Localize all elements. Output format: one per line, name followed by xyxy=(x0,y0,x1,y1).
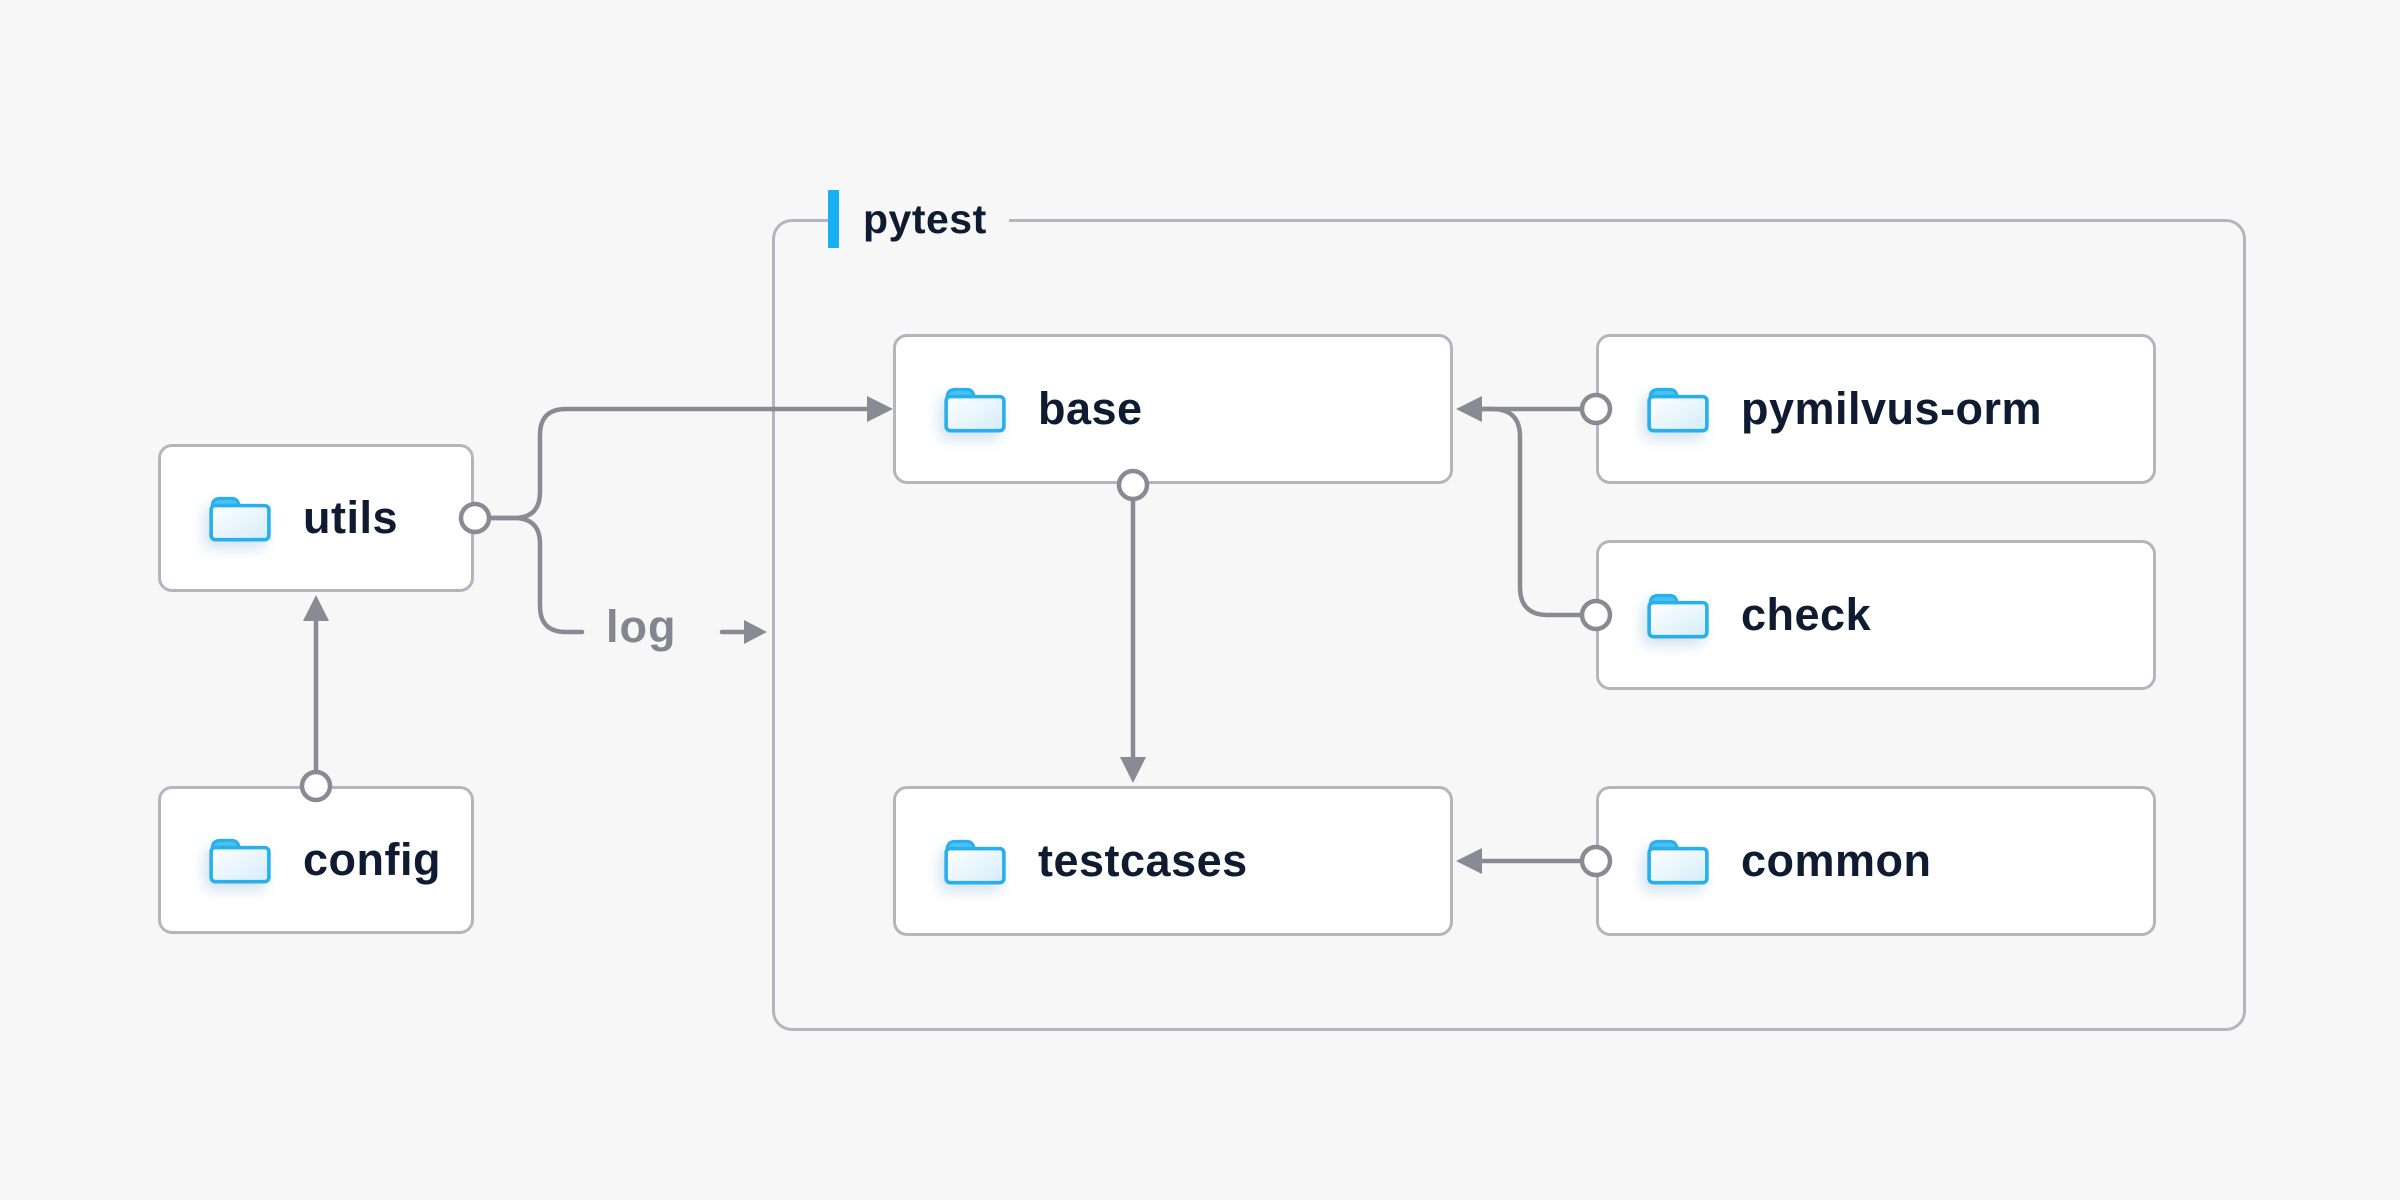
pytest-group-title: pytest xyxy=(863,195,987,242)
folder-icon xyxy=(944,839,1006,885)
pytest-accent-bar xyxy=(828,190,839,248)
node-config: config xyxy=(158,786,474,934)
node-common: common xyxy=(1596,786,2156,936)
node-pymilvus-orm: pymilvus-orm xyxy=(1596,334,2156,484)
node-label: utils xyxy=(303,492,399,543)
node-base: base xyxy=(893,334,1453,484)
node-label: check xyxy=(1741,589,1872,640)
node-label: testcases xyxy=(1038,835,1248,886)
arrowhead-right xyxy=(744,620,767,644)
folder-icon xyxy=(209,838,271,884)
edge-utils-log xyxy=(487,515,585,635)
node-check: check xyxy=(1596,540,2156,690)
node-testcases: testcases xyxy=(893,786,1453,936)
pytest-group-box xyxy=(772,219,2246,1031)
node-utils: utils xyxy=(158,444,474,592)
node-label: common xyxy=(1741,835,1932,886)
node-label: config xyxy=(303,834,441,885)
folder-icon xyxy=(944,387,1006,433)
pytest-group-label: pytest xyxy=(828,190,1009,248)
folder-icon xyxy=(1647,387,1709,433)
folder-icon xyxy=(1647,839,1709,885)
arrowhead-up xyxy=(303,595,329,621)
node-label: base xyxy=(1038,383,1143,434)
node-label: pymilvus-orm xyxy=(1741,383,2043,434)
folder-icon xyxy=(1647,593,1709,639)
folder-icon xyxy=(209,496,271,542)
edge-label-log: log xyxy=(606,601,677,652)
